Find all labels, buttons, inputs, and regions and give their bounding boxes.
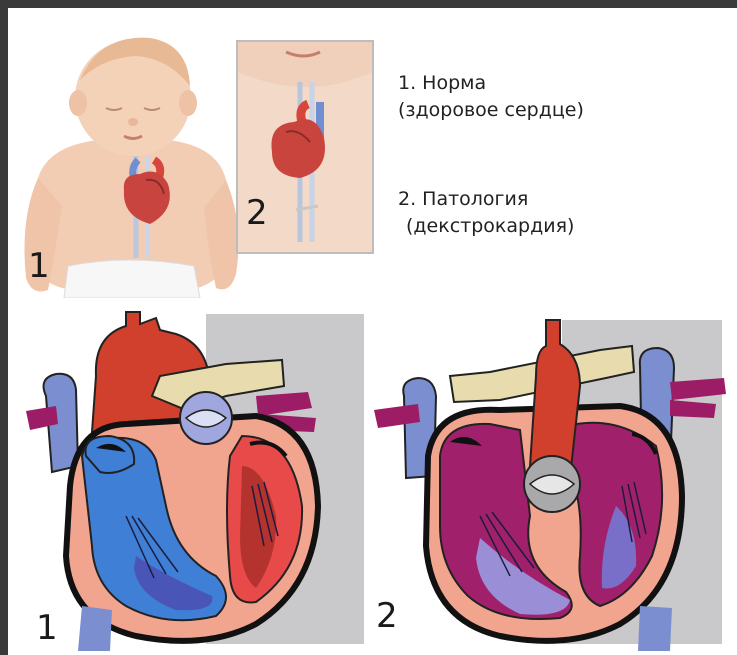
heart-label-2: 2	[376, 596, 398, 636]
legend-item-2-title: 2. Патология	[398, 186, 574, 213]
legend-item-1: 1. Норма (здоровое сердце)	[398, 70, 584, 124]
legend-item-2-subtitle: (декстрокардия)	[398, 213, 574, 240]
legend-item-1-subtitle: (здоровое сердце)	[398, 97, 584, 124]
slide: 1 2 1. Норма (здоровое сердце) 2. Патоло…	[8, 8, 737, 655]
heart-diagram-dextrocardia	[370, 306, 732, 651]
legend-item-2: 2. Патология (декстрокардия)	[398, 186, 574, 240]
baby-photo-normal	[18, 28, 238, 298]
legend-item-1-title: 1. Норма	[398, 70, 584, 97]
heart-label-1: 1	[36, 608, 58, 648]
photo-label-1: 1	[28, 246, 50, 286]
heart-diagram-normal	[16, 306, 366, 651]
photo-label-2: 2	[246, 193, 268, 233]
